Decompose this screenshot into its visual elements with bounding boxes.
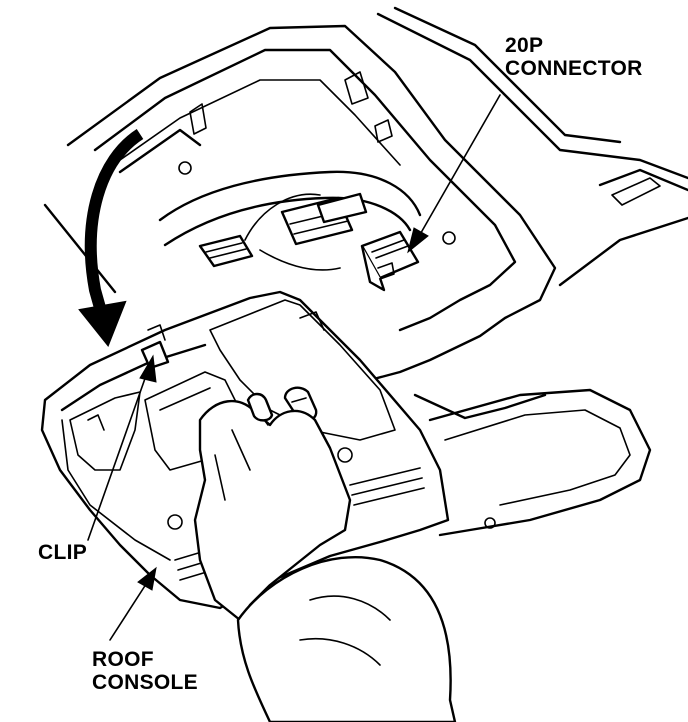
small-connector-middle — [280, 192, 368, 246]
wire-harness — [158, 170, 422, 271]
connector-label-line2: CONNECTOR — [505, 57, 643, 80]
connector-leader — [407, 94, 501, 254]
roof-opening — [43, 24, 557, 382]
20p-connector — [360, 230, 420, 292]
technician-hand — [193, 392, 457, 722]
removal-direction-arrow — [78, 128, 144, 347]
headliner-panel — [376, 6, 688, 420]
console-leader — [109, 566, 157, 641]
console-label: ROOF CONSOLE — [92, 648, 198, 694]
connector-label-line1: 20P — [505, 34, 544, 57]
clip-leader — [87, 354, 157, 541]
connector-label: 20P CONNECTOR — [505, 34, 643, 80]
console-label-line1: ROOF — [92, 648, 154, 671]
clip-label: CLIP — [38, 541, 88, 564]
mirror-bracket — [428, 388, 652, 537]
console-label-line2: CONSOLE — [92, 671, 198, 694]
small-connector-left — [198, 234, 254, 268]
